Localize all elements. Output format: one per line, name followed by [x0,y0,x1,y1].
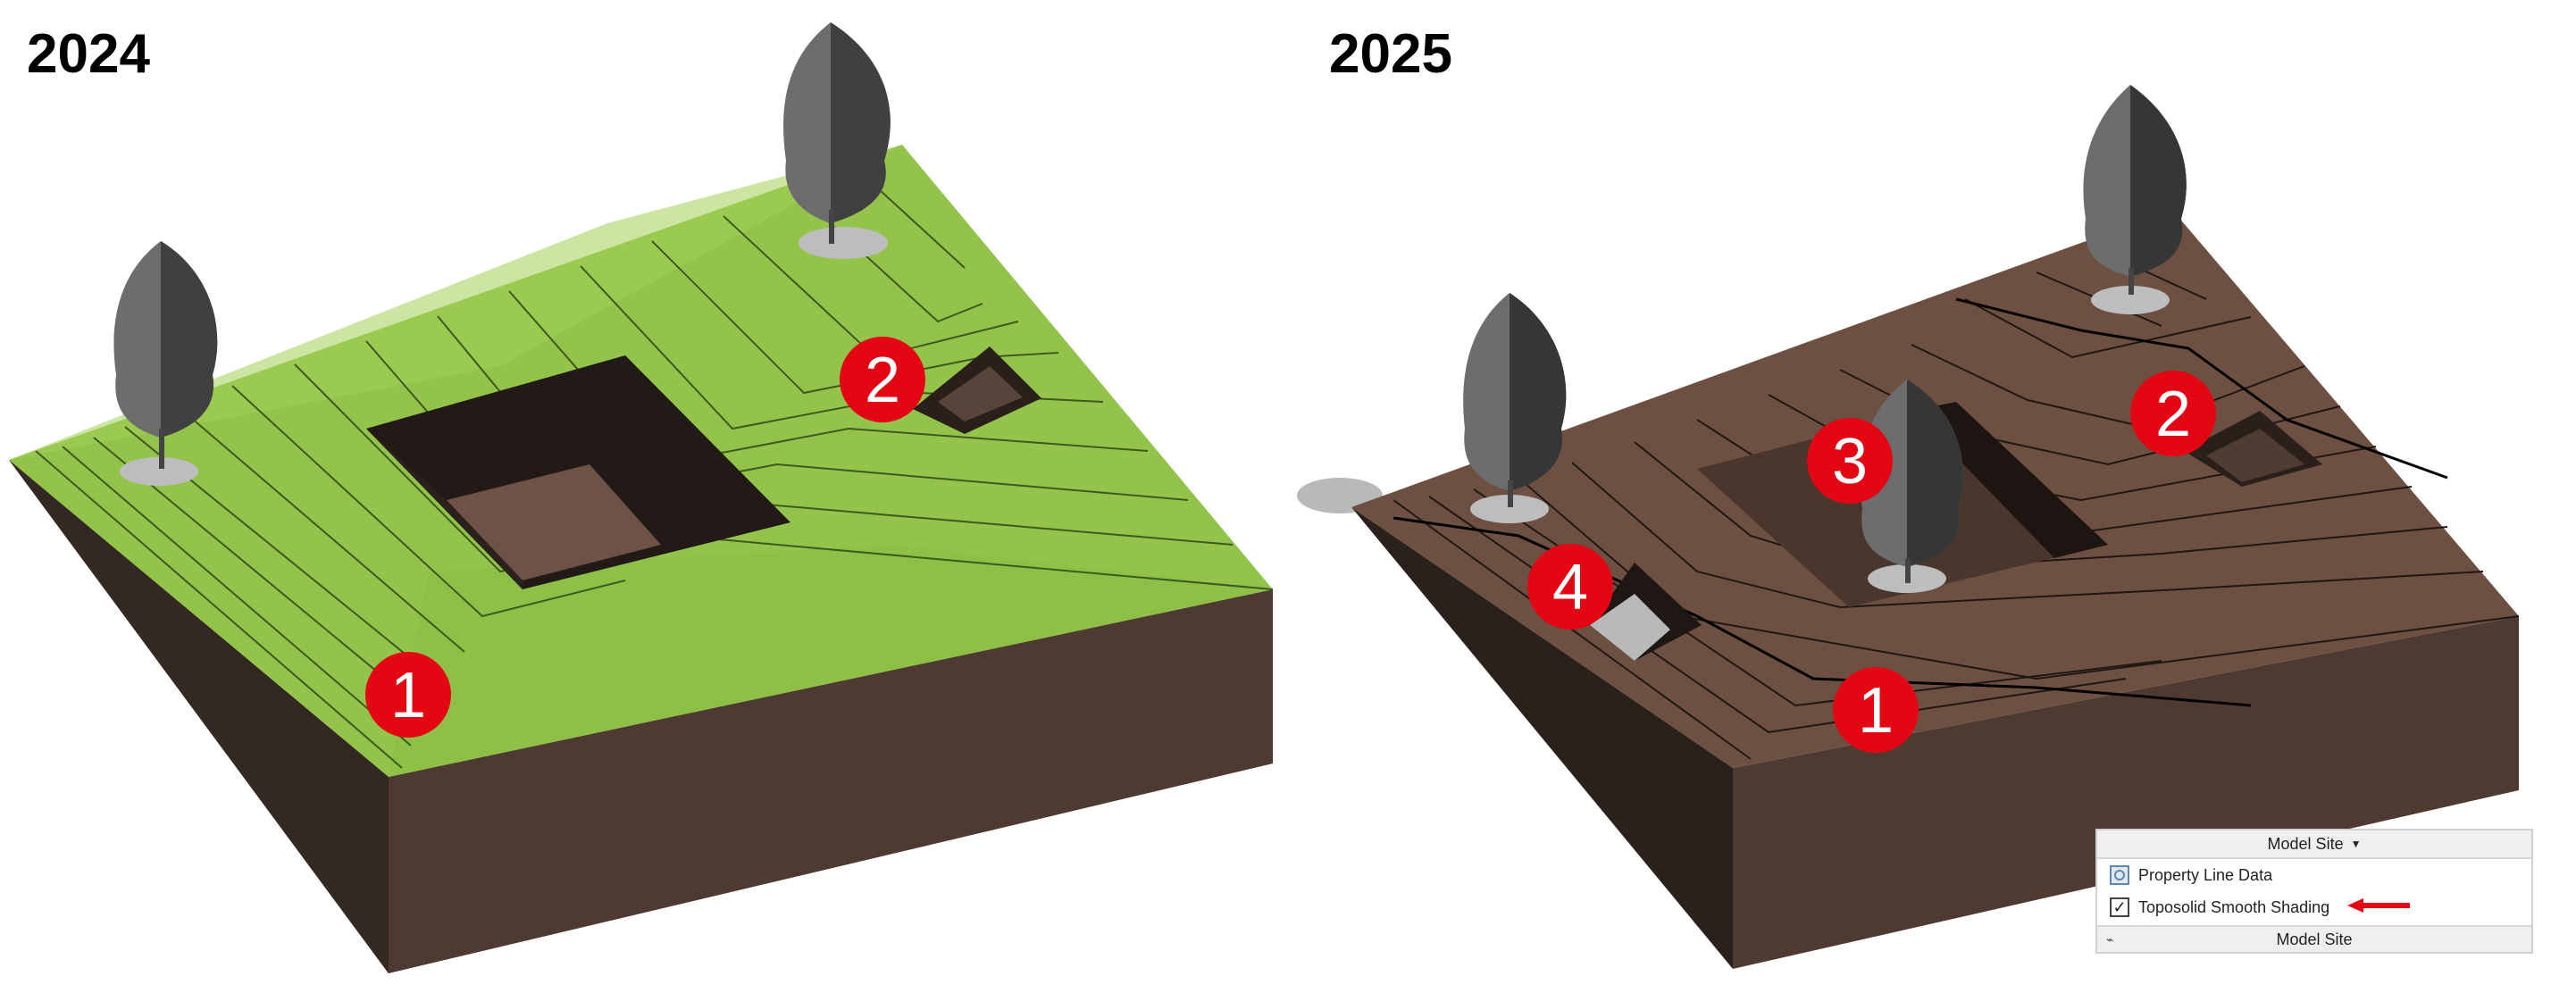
model-site-panel-footer[interactable]: ⌁ Model Site [2097,925,2531,952]
svg-text:1: 1 [390,660,426,731]
svg-text:3: 3 [1832,426,1868,497]
marker-2024-2: 2 [840,337,925,422]
property-line-data-item[interactable]: Property Line Data [2097,859,2531,891]
marker-2025-2: 2 [2130,371,2216,456]
toposolid-smooth-shading-item[interactable]: ✓ Toposolid Smooth Shading [2097,891,2531,923]
checkbox-icon[interactable]: ✓ [2110,897,2129,917]
tree-2025-right [2083,85,2187,314]
svg-text:4: 4 [1552,552,1588,623]
model-site-panel-header[interactable]: Model Site ▼ [2097,830,2531,859]
year-2025-label: 2025 [1329,23,1452,85]
model-site-panel: Model Site ▼ Property Line Data ✓ Toposo… [2095,829,2533,954]
year-2024-label: 2024 [27,23,150,85]
svg-text:1: 1 [1858,675,1894,747]
marker-2025-1: 1 [1833,667,1919,753]
tree-2024-left [113,241,218,486]
property-line-data-label: Property Line Data [2138,865,2273,884]
panel-title: Model Site [2267,834,2344,853]
svg-text:2: 2 [2155,379,2191,450]
marker-2024-1: 1 [365,652,451,738]
svg-text:2: 2 [865,345,900,416]
property-line-icon [2110,865,2129,885]
panel-footer-label: Model Site [2276,930,2353,948]
tree-2025-center [1860,380,1963,593]
marker-2025-4: 4 [1527,544,1613,630]
marker-2025-3: 3 [1807,418,1893,504]
red-arrow-icon [2347,898,2410,913]
terrain-2024 [9,145,1274,973]
toposolid-smooth-shading-label: Toposolid Smooth Shading [2138,897,2330,916]
panel-launcher-icon: ⌁ [2106,932,2114,947]
tree-2025-left [1463,293,1567,523]
dropdown-caret-icon: ▼ [2350,838,2362,850]
tree-2024-right [783,22,891,259]
